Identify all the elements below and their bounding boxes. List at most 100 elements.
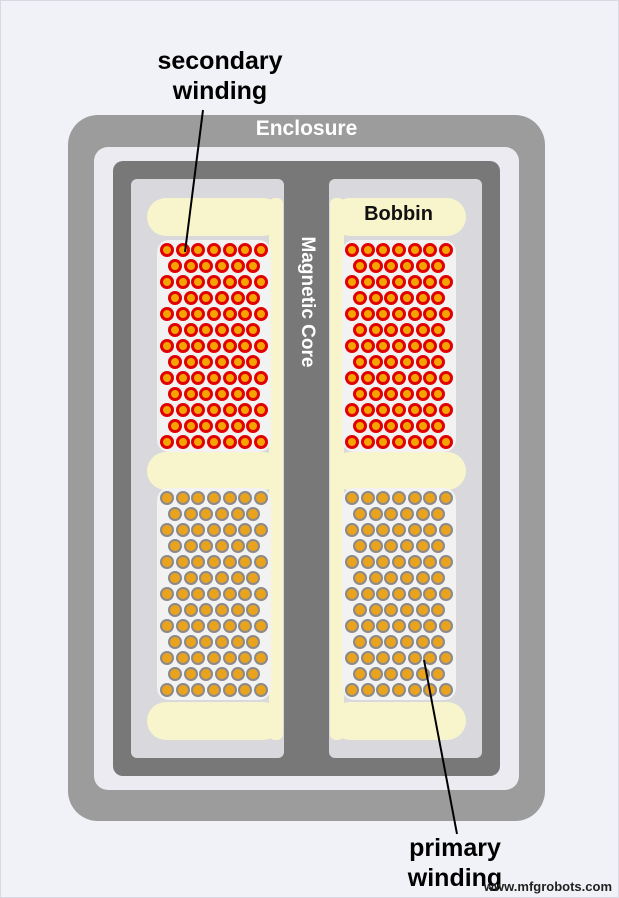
primary-winding-turn <box>238 555 253 569</box>
secondary-winding-turn <box>431 323 446 337</box>
secondary-winding-turn <box>415 291 430 305</box>
secondary-winding-turn <box>415 387 430 401</box>
secondary-winding-turn <box>368 387 383 401</box>
primary-winding-turn <box>222 651 237 665</box>
secondary-winding-turn <box>368 291 383 305</box>
secondary-winding-turn <box>399 387 414 401</box>
primary-winding-turn <box>376 619 391 633</box>
primary-winding-turn <box>167 635 182 649</box>
primary-winding-turn <box>423 619 438 633</box>
primary-winding-turn <box>439 555 453 569</box>
primary-winding-turn <box>246 507 261 521</box>
primary-winding-turn <box>407 555 422 569</box>
primary-winding-turn <box>214 571 229 585</box>
secondary-winding-turn <box>214 419 229 433</box>
secondary-winding-turn <box>222 275 237 289</box>
primary-winding-turn <box>160 491 174 505</box>
primary-winding-turn <box>160 523 174 537</box>
primary-winding-turn <box>254 587 268 601</box>
secondary-winding-label-line2: winding <box>172 77 268 105</box>
secondary-winding-turn <box>360 339 375 353</box>
secondary-winding-turn <box>230 259 245 273</box>
secondary-winding-turn <box>175 435 190 449</box>
secondary-winding-turn <box>423 275 438 289</box>
primary-winding-turn <box>415 635 430 649</box>
secondary-winding-turn <box>175 243 190 257</box>
primary-winding-turn <box>352 635 367 649</box>
secondary-winding-turn <box>160 307 174 321</box>
secondary-winding-turn <box>183 387 198 401</box>
primary-winding-turn <box>183 571 198 585</box>
primary-winding-turn <box>167 571 182 585</box>
primary-winding-turn <box>175 619 190 633</box>
primary-winding-turn <box>191 523 206 537</box>
secondary-winding-turn <box>431 291 446 305</box>
secondary-winding-turn <box>167 419 182 433</box>
primary-winding-turn <box>183 603 198 617</box>
secondary-winding-turn <box>384 387 399 401</box>
secondary-winding-turn <box>376 339 391 353</box>
primary-winding-turn <box>368 667 383 681</box>
primary-winding-turn <box>399 507 414 521</box>
primary-winding-turn <box>175 683 190 697</box>
primary-winding-turn <box>415 507 430 521</box>
secondary-winding-turn <box>431 259 446 273</box>
primary-winding-turn <box>230 539 245 553</box>
secondary-winding-turn <box>183 355 198 369</box>
primary-winding-turn <box>407 651 422 665</box>
secondary-winding-turn <box>191 243 206 257</box>
secondary-winding-turn <box>183 259 198 273</box>
primary-winding-turn <box>407 491 422 505</box>
secondary-winding-turn <box>392 275 406 289</box>
primary-winding-turn <box>431 507 446 521</box>
secondary-winding-turn <box>392 307 406 321</box>
secondary-winding-turn <box>439 403 453 417</box>
primary-winding-turn <box>254 651 268 665</box>
secondary-winding-panel-right <box>342 240 456 452</box>
primary-winding-turn <box>360 523 375 537</box>
secondary-winding-turn <box>399 259 414 273</box>
primary-winding-turn <box>230 571 245 585</box>
primary-winding-label-line1: primary <box>409 834 501 862</box>
secondary-winding-turn <box>214 259 229 273</box>
secondary-winding-turn <box>352 291 367 305</box>
primary-winding-turn <box>376 523 391 537</box>
primary-winding-turn <box>384 603 399 617</box>
primary-winding-turn <box>160 587 174 601</box>
secondary-winding-turn <box>392 435 406 449</box>
primary-winding-turn <box>167 539 182 553</box>
secondary-winding-turn <box>399 355 414 369</box>
secondary-winding-turn <box>360 403 375 417</box>
primary-winding-turn <box>214 603 229 617</box>
secondary-winding-turn <box>392 371 406 385</box>
primary-winding-turn <box>191 651 206 665</box>
secondary-winding-turn <box>352 323 367 337</box>
primary-winding-turn <box>214 507 229 521</box>
secondary-winding-turn <box>360 371 375 385</box>
primary-winding-turn <box>439 491 453 505</box>
secondary-winding-turn <box>167 259 182 273</box>
primary-winding-turn <box>191 619 206 633</box>
secondary-winding-turn <box>254 243 268 257</box>
secondary-winding-turn <box>254 403 268 417</box>
primary-winding-turn <box>368 603 383 617</box>
secondary-winding-turn <box>423 339 438 353</box>
secondary-winding-turn <box>207 403 221 417</box>
secondary-winding-turn <box>376 243 391 257</box>
secondary-winding-turn <box>439 243 453 257</box>
secondary-winding-turn <box>399 419 414 433</box>
primary-winding-turn <box>368 539 383 553</box>
secondary-winding-turn <box>207 435 221 449</box>
primary-winding-turn <box>207 555 221 569</box>
primary-winding-turn <box>222 523 237 537</box>
secondary-winding-turn <box>230 323 245 337</box>
secondary-winding-turn <box>230 419 245 433</box>
secondary-winding-turn <box>238 275 253 289</box>
secondary-winding-turn <box>246 419 261 433</box>
primary-winding-turn <box>384 571 399 585</box>
secondary-winding-turn <box>238 371 253 385</box>
primary-winding-turn <box>183 507 198 521</box>
primary-winding-turn <box>199 635 214 649</box>
secondary-winding-turn <box>199 387 214 401</box>
secondary-winding-turn <box>199 291 214 305</box>
